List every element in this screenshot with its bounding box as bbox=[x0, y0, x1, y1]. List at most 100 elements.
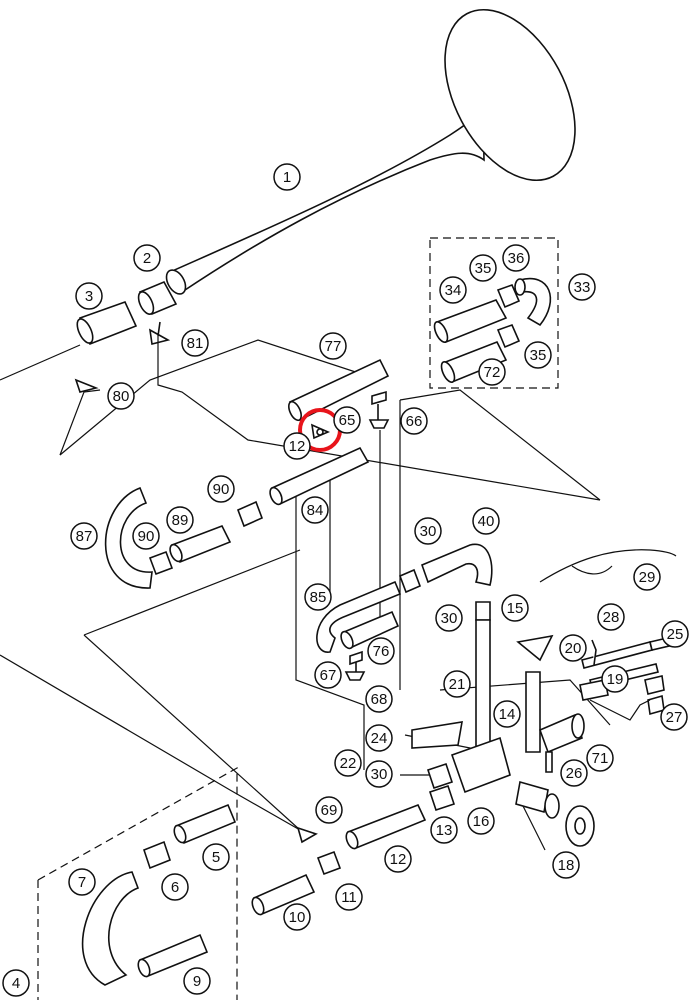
callout-c25: 25 bbox=[661, 620, 689, 648]
callout-label: 15 bbox=[507, 600, 524, 617]
callout-circle bbox=[552, 851, 580, 879]
callout-label: 3 bbox=[85, 288, 93, 305]
callout-circle bbox=[493, 700, 521, 728]
callout-c12: 12 bbox=[384, 845, 412, 873]
callout-circle bbox=[68, 868, 96, 896]
callout-c34: 34 bbox=[439, 276, 467, 304]
bolt-part-26 bbox=[545, 751, 553, 773]
callout-circle bbox=[559, 634, 587, 662]
callout-circle bbox=[161, 873, 189, 901]
callout-label: 85 bbox=[310, 589, 327, 606]
callout-label: 71 bbox=[592, 750, 609, 767]
callout-label: 24 bbox=[371, 730, 388, 747]
callout-circle bbox=[166, 506, 194, 534]
coupling-part-35-upper bbox=[496, 283, 521, 309]
callout-label: 29 bbox=[639, 569, 656, 586]
bracket-part-66 bbox=[368, 419, 390, 429]
callout-label: 72 bbox=[484, 364, 501, 381]
callout-c30c: 30 bbox=[365, 760, 393, 788]
callout-c71: 71 bbox=[586, 744, 614, 772]
callout-circle bbox=[335, 883, 363, 911]
callout-circle bbox=[304, 583, 332, 611]
callout-circle bbox=[319, 332, 347, 360]
valve-assembly bbox=[450, 619, 595, 847]
callout-c10: 10 bbox=[283, 903, 311, 931]
callout-label: 10 bbox=[289, 909, 306, 926]
callout-c7: 7 bbox=[68, 868, 96, 896]
callout-c76: 76 bbox=[367, 637, 395, 665]
callout-c9: 9 bbox=[183, 967, 211, 995]
callout-label: 13 bbox=[436, 822, 453, 839]
callout-circle bbox=[273, 163, 301, 191]
callout-circle bbox=[334, 749, 362, 777]
elbow-part-87 bbox=[104, 486, 153, 589]
callout-label: 6 bbox=[171, 879, 179, 896]
callout-label: 89 bbox=[172, 512, 189, 529]
callout-circle bbox=[435, 604, 463, 632]
callout-circle bbox=[283, 903, 311, 931]
callout-c84: 84 bbox=[301, 496, 329, 524]
callout-c5: 5 bbox=[202, 843, 230, 871]
pipe-part-34 bbox=[433, 299, 508, 344]
callout-label: 18 bbox=[558, 857, 575, 874]
callout-circle bbox=[183, 967, 211, 995]
pipe-part-89 bbox=[169, 524, 232, 564]
coupling-part-11 bbox=[316, 850, 342, 876]
callout-c35a: 35 bbox=[469, 254, 497, 282]
callout-c21: 21 bbox=[443, 670, 471, 698]
coupling-part-13 bbox=[428, 784, 456, 812]
callout-label: 5 bbox=[212, 849, 220, 866]
coupling-part-6 bbox=[143, 840, 171, 870]
callout-label: 67 bbox=[320, 667, 337, 684]
callout-c40: 40 bbox=[472, 507, 500, 535]
callout-c12b: 12 bbox=[283, 432, 311, 460]
callout-label: 11 bbox=[341, 889, 357, 906]
pipe-part-84 bbox=[269, 446, 370, 506]
callout-circle bbox=[660, 703, 688, 731]
callout-c77: 77 bbox=[319, 332, 347, 360]
callout-c19: 19 bbox=[601, 665, 629, 693]
callout-circle bbox=[472, 507, 500, 535]
callout-c81: 81 bbox=[181, 329, 209, 357]
callout-circle bbox=[314, 661, 342, 689]
callout-circle bbox=[568, 273, 596, 301]
callout-c1: 1 bbox=[273, 163, 301, 191]
callout-circle bbox=[661, 620, 689, 648]
callout-label: 21 bbox=[449, 676, 466, 693]
callout-c26: 26 bbox=[560, 759, 588, 787]
callout-circle bbox=[301, 496, 329, 524]
callout-c24: 24 bbox=[365, 724, 393, 752]
callout-circle bbox=[283, 432, 311, 460]
callout-circle bbox=[443, 670, 471, 698]
elbow-part-85 bbox=[316, 580, 402, 653]
callout-label: 77 bbox=[325, 338, 342, 355]
callout-circle bbox=[107, 382, 135, 410]
callout-circle bbox=[367, 637, 395, 665]
callout-c36: 36 bbox=[502, 244, 530, 272]
callout-c29: 29 bbox=[633, 563, 661, 591]
callout-c66: 66 bbox=[400, 407, 428, 435]
callout-label: 81 bbox=[187, 335, 204, 352]
callout-c28: 28 bbox=[597, 603, 625, 631]
callout-c27: 27 bbox=[660, 703, 688, 731]
callout-circle bbox=[133, 244, 161, 272]
callout-c20: 20 bbox=[559, 634, 587, 662]
horn-part-1 bbox=[165, 8, 576, 295]
callout-label: 28 bbox=[603, 609, 620, 626]
callout-c69: 69 bbox=[315, 796, 343, 824]
callout-label: 34 bbox=[445, 282, 462, 299]
callout-label: 1 bbox=[283, 169, 291, 186]
callout-circle bbox=[633, 563, 661, 591]
callout-circle bbox=[469, 254, 497, 282]
callout-circle bbox=[365, 724, 393, 752]
callout-circle bbox=[75, 282, 103, 310]
callout-label: 68 bbox=[371, 691, 388, 708]
callout-circle bbox=[181, 329, 209, 357]
callout-c22: 22 bbox=[334, 749, 362, 777]
bracket-part-24 bbox=[411, 721, 463, 749]
callout-label: 9 bbox=[193, 973, 201, 990]
clamp-part-12-highlighted bbox=[310, 423, 331, 440]
callout-circle bbox=[333, 406, 361, 434]
